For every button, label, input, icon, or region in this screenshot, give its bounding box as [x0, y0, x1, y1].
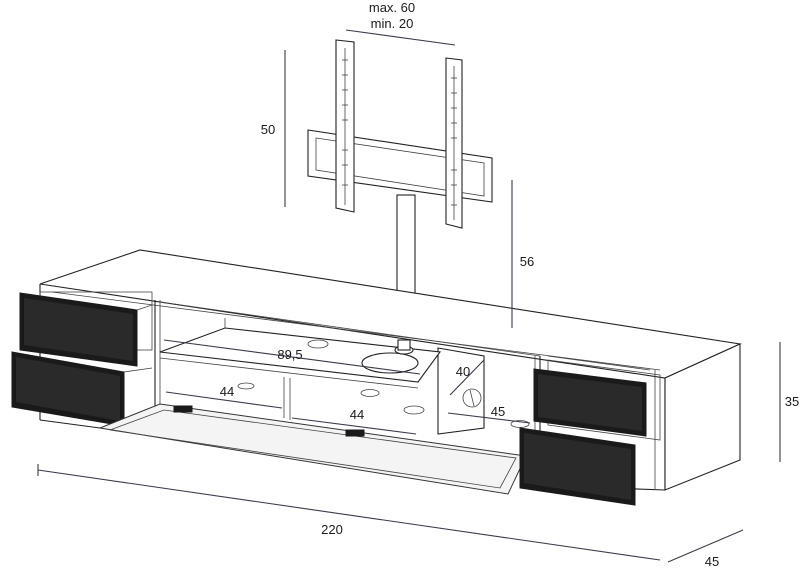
- label-divider-depth: 45: [491, 404, 505, 419]
- label-mount-height: 50: [261, 122, 275, 137]
- label-spacing-max: max. 60: [369, 0, 415, 15]
- label-compartment-right: 44: [350, 407, 364, 422]
- label-cabinet-height: 35: [785, 394, 799, 409]
- label-compartment-left: 44: [220, 384, 234, 399]
- left-drawers: [11, 291, 153, 427]
- label-pole-height: 56: [520, 254, 534, 269]
- label-shelf-width: 89,5: [277, 347, 302, 362]
- right-drawers: [519, 359, 661, 506]
- label-divider-width: 40: [456, 364, 470, 379]
- dimension-lines: [37, 29, 781, 563]
- label-depth: 45: [705, 554, 719, 567]
- center-divider: [437, 347, 485, 435]
- label-total-width: 220: [321, 522, 343, 537]
- label-spacing-min: min. 20: [371, 16, 414, 31]
- cabinet-body: [39, 249, 742, 491]
- tv-mount-bracket: [307, 39, 493, 308]
- cabinet-right-side: [664, 343, 741, 491]
- dimension-labels: max. 60 min. 20 50 56 35 220 45 89,5 44 …: [220, 0, 799, 569]
